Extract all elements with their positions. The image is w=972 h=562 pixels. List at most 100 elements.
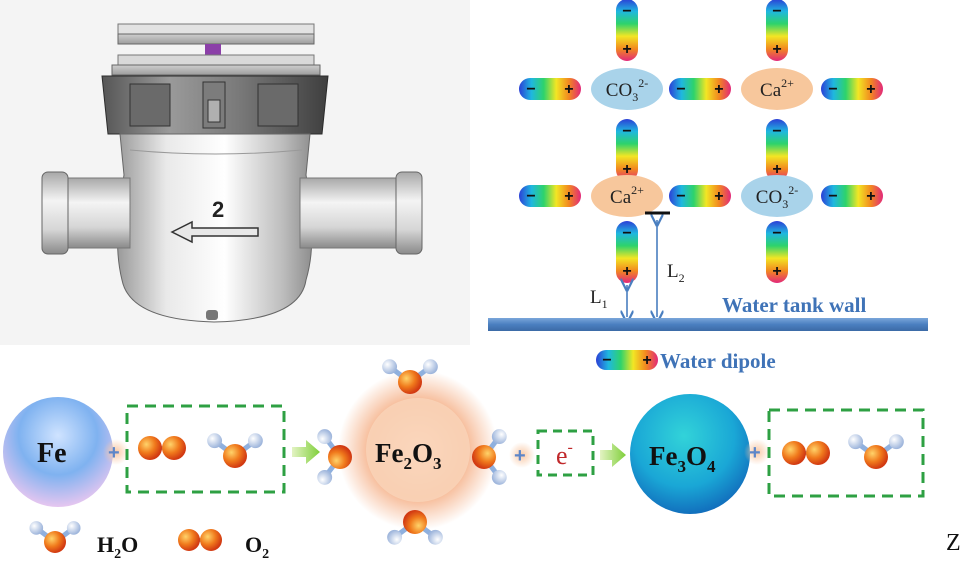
oxygen-atom — [782, 441, 806, 465]
water-dipole: −+ — [821, 78, 883, 100]
minus-pole: − — [828, 81, 837, 98]
oxygen-atom — [472, 445, 496, 469]
water-dipole: −+ — [519, 185, 581, 207]
meter-top-plate — [111, 23, 321, 76]
calcium-ion: Ca2+ — [591, 175, 663, 217]
water-dipole: −+ — [766, 221, 788, 283]
water-dipole: −+ — [616, 119, 638, 181]
plus-pole: + — [642, 352, 651, 369]
fe-label: Fe — [37, 438, 67, 469]
minus-pole: − — [676, 81, 685, 98]
water-dipole: −+ — [596, 350, 658, 370]
water-dipole: −+ — [766, 119, 788, 181]
fe2o3-water-molecules — [317, 359, 507, 545]
hydrogen-atom — [491, 469, 507, 485]
plus-pole: + — [714, 81, 723, 98]
carbonate-label: CO32- — [606, 76, 648, 104]
water-dipole: −+ — [519, 78, 581, 100]
water-tank-wall — [488, 318, 928, 331]
hydrogen-atom — [491, 429, 507, 445]
water-meter-illustration: 2 — [0, 0, 470, 345]
reaction-scheme: Fe + Fe2O3 + e- Fe3O4 + H2O O2 Z — [3, 359, 961, 562]
carbonate-ion: CO32- — [591, 68, 663, 110]
minus-pole: − — [772, 3, 781, 20]
hydrogen-atom — [427, 529, 443, 545]
oxygen-atom — [806, 441, 830, 465]
cut-off-letter: Z — [946, 530, 961, 556]
h2o-molecule — [387, 510, 443, 545]
hydrogen-atom — [317, 469, 333, 485]
minus-pole: − — [772, 123, 781, 140]
oxygen-atom — [864, 445, 888, 469]
o2-molecule — [782, 441, 830, 465]
wall-label: Water tank wall — [722, 293, 866, 317]
minus-pole: − — [622, 225, 631, 242]
reactant-molecules — [138, 433, 263, 468]
ion-group: CO32- Ca2+ Ca2+ CO32- — [591, 68, 813, 217]
oxygen-atom — [403, 510, 427, 534]
water-dipole-legend-icon: −+ — [596, 350, 658, 370]
hydrogen-atom — [66, 521, 81, 535]
molecule-legend — [29, 521, 222, 553]
reactant-box — [125, 404, 286, 494]
plus-pole: + — [622, 161, 631, 178]
hydrogen-atom — [317, 429, 333, 445]
oxygen-atom — [178, 529, 200, 551]
calcium-ion: Ca2+ — [741, 68, 813, 110]
calcium-label: Ca2+ — [610, 183, 644, 208]
oxygen-atom — [44, 531, 66, 553]
electron-label: e- — [556, 439, 573, 470]
minus-pole: − — [622, 3, 631, 20]
reaction-arrow — [600, 443, 626, 467]
flow-arrow-number: 2 — [212, 197, 224, 222]
plus-glow — [744, 439, 770, 465]
hydrogen-atom — [382, 359, 398, 375]
carbonate-ion: CO32- — [741, 175, 813, 217]
plus-glow — [103, 439, 129, 465]
oxygen-atom — [223, 444, 247, 468]
oxygen-atom — [200, 529, 222, 551]
plus-pole: + — [772, 263, 781, 280]
oxygen-atom — [328, 445, 352, 469]
fe3o4-label: Fe3O4 — [649, 441, 716, 476]
minus-pole: − — [526, 188, 535, 205]
plus-sign: + — [108, 442, 120, 464]
o2-molecule — [178, 529, 222, 551]
water-dipole: −+ — [821, 185, 883, 207]
meter-dark-ring — [101, 75, 329, 135]
plus-pole: + — [866, 81, 875, 98]
calcium-label: Ca2+ — [760, 76, 794, 101]
hydrogen-atom — [247, 433, 263, 449]
reaction-arrow — [292, 440, 320, 464]
fe-sphere — [3, 397, 113, 507]
plus-pole: + — [622, 263, 631, 280]
l1-label: L1 — [590, 287, 608, 311]
fe2o3-sphere — [366, 398, 470, 502]
water-dipole: −+ — [669, 78, 731, 100]
hydrogen-atom — [422, 359, 438, 375]
water-dipole: −+ — [616, 0, 638, 61]
h2o-molecule — [207, 433, 263, 468]
dipole-label: Water dipole — [660, 349, 776, 373]
oxygen-atom — [138, 436, 162, 460]
hydrogen-atom — [848, 434, 864, 450]
plus-pole: + — [866, 188, 875, 205]
carbonate-label: CO32- — [756, 183, 798, 211]
hydrogen-atom — [888, 434, 904, 450]
meter-pipe — [41, 171, 423, 255]
hydrogen-atom — [29, 521, 44, 535]
hydrogen-atom — [387, 529, 403, 545]
l2-label: L2 — [667, 261, 685, 285]
fe2o3-label: Fe2O3 — [375, 438, 442, 473]
product-molecules — [782, 434, 904, 469]
minus-pole: − — [526, 81, 535, 98]
plus-glow — [509, 442, 535, 468]
electron-box — [536, 429, 595, 477]
plus-pole: + — [622, 41, 631, 58]
plus-pole: + — [564, 81, 573, 98]
minus-pole: − — [828, 188, 837, 205]
o2-molecule — [138, 436, 186, 460]
minus-pole: − — [602, 352, 611, 369]
water-dipole: −+ — [766, 0, 788, 61]
product-box — [767, 408, 925, 498]
